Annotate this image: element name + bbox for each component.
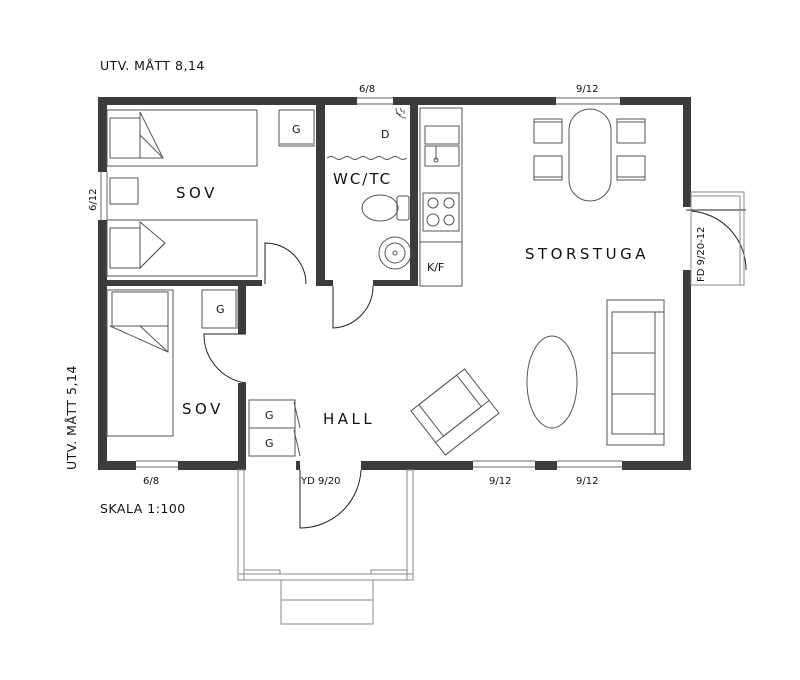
window-label-bottom-left: 6/8 xyxy=(143,476,159,487)
window-label-bottom-mid: 9/12 xyxy=(489,476,511,487)
width-dimension-label: UTV. MÅTT 8,14 xyxy=(100,58,205,73)
wardrobe-lower: G xyxy=(201,289,239,329)
bed-upper-1 xyxy=(106,109,258,167)
sofa xyxy=(606,299,665,446)
door-sov-upper xyxy=(264,242,307,285)
window-label-left: 6/12 xyxy=(88,189,99,211)
window-label-bottom-right: 9/12 xyxy=(576,476,598,487)
doors xyxy=(203,207,747,529)
door-label-entry: YD 9/20 xyxy=(300,476,340,487)
hall-wardrobe-1: G xyxy=(248,399,301,429)
shower-curtain xyxy=(326,156,408,160)
svg-text:G: G xyxy=(216,303,225,316)
shower-head-icon xyxy=(395,107,407,119)
fridge-label: K/F xyxy=(427,261,444,274)
window-openings xyxy=(100,97,622,468)
room-label-storstuga: STORSTUGA xyxy=(525,245,649,263)
door-entry xyxy=(299,469,362,529)
coffee-table xyxy=(526,335,578,429)
bed-upper-2 xyxy=(106,219,258,277)
room-label-sov-lower: SOV xyxy=(182,400,224,418)
stove-icon xyxy=(422,192,460,232)
drain-label: D xyxy=(381,128,389,141)
scale-label: SKALA 1:100 xyxy=(100,501,186,516)
depth-dimension-label: UTV. MÅTT 5,14 xyxy=(64,365,79,470)
side-deck xyxy=(690,191,745,286)
porch xyxy=(237,469,414,625)
bed-lower xyxy=(106,289,174,437)
window-label-top-living: 9/12 xyxy=(576,84,598,95)
svg-text:G: G xyxy=(292,123,301,136)
kitchen-counter xyxy=(419,107,463,287)
room-label-sov-upper: SOV xyxy=(176,184,218,202)
armchair xyxy=(410,368,500,456)
sink-icon xyxy=(424,125,460,167)
door-sov-lower xyxy=(203,333,247,384)
dining-table xyxy=(568,108,612,202)
svg-text:G: G xyxy=(265,409,274,422)
walls xyxy=(98,97,691,470)
door-wc xyxy=(332,285,374,329)
svg-text:G: G xyxy=(265,437,274,450)
hall-wardrobe-2: G xyxy=(248,427,301,457)
door-terrace xyxy=(690,207,747,271)
room-label-wc: WC/TC xyxy=(333,170,392,188)
dining-chairs xyxy=(533,118,646,181)
room-label-hall: HALL xyxy=(323,410,375,428)
window-label-top-wc: 6/8 xyxy=(359,84,375,95)
toilet-icon xyxy=(361,194,410,222)
wardrobe-upper: G xyxy=(278,109,315,147)
washbasin-icon xyxy=(378,236,412,270)
nightstand-upper xyxy=(109,177,139,205)
door-label-terrace: FD 9/20-12 xyxy=(696,227,707,282)
